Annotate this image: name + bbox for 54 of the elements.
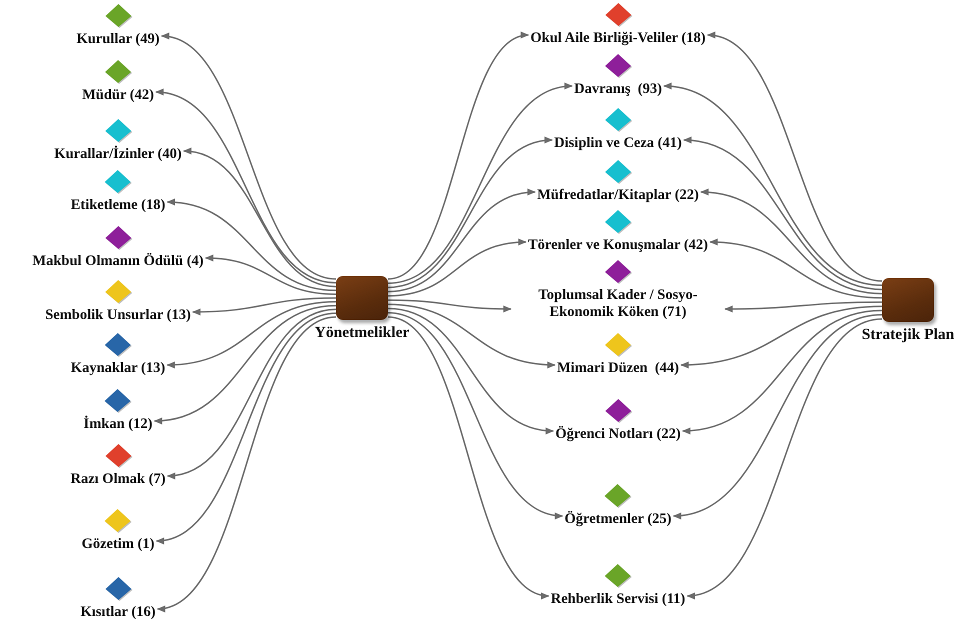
node-label: Öğretmenler (25) <box>564 511 672 528</box>
arrow <box>166 308 336 478</box>
arrow <box>388 312 564 518</box>
arrow <box>724 301 882 312</box>
node-label: Sembolik Unsurlar (13) <box>45 307 191 324</box>
arrow <box>709 238 882 299</box>
node-label: Müdür (42) <box>82 87 154 104</box>
node-label: Toplumsal Kader / Sosyo-Ekonomik Köken (71) <box>537 287 699 321</box>
node-label: Öğrenci Notları (22) <box>555 426 681 443</box>
arrow <box>166 301 336 368</box>
node-label: Kısıtlar (16) <box>80 604 156 621</box>
arrow <box>706 33 882 282</box>
arrow <box>388 189 536 292</box>
arrow <box>682 310 882 434</box>
arrow <box>166 199 336 292</box>
arrow <box>700 189 882 294</box>
arrow <box>388 304 556 368</box>
arrow <box>388 239 527 297</box>
node-label: Törenler ve Konuşmalar (42) <box>528 237 708 254</box>
node-label: Kurallar/İzinler (40) <box>54 146 182 163</box>
arrow <box>683 138 882 290</box>
arrow <box>204 254 336 295</box>
node-label: Etiketleme (18) <box>70 197 166 214</box>
node-label: Gözetim (1) <box>82 536 154 553</box>
arrow <box>183 148 336 288</box>
node-label: Mimari Düzen (44) <box>557 360 679 377</box>
node-label: Makbul Olmanın Ödülü (4) <box>32 253 204 270</box>
arrow <box>388 138 553 288</box>
node-label: Kaynaklar (13) <box>70 360 166 377</box>
arrow <box>686 318 882 598</box>
arrow <box>156 312 336 543</box>
arrow <box>672 314 882 518</box>
arrow <box>160 34 336 280</box>
node-label: Rehberlik Servisi (11) <box>550 591 686 608</box>
node-label: Okul Aile Birliği-Veliler (18) <box>530 30 706 47</box>
arrow <box>192 297 336 316</box>
arrow <box>663 84 882 286</box>
arrow <box>156 316 336 610</box>
hub-label: Yönetmelikler <box>314 324 410 342</box>
arrow <box>388 84 573 284</box>
node-label: Davranış (93) <box>574 81 662 98</box>
node-label: Disiplin ve Ceza (41) <box>554 135 682 152</box>
arrow <box>154 304 336 424</box>
node-label: Razı Olmak (7) <box>70 471 166 488</box>
arrow <box>155 90 336 284</box>
arrow <box>680 306 882 368</box>
hub-label: Stratejik Plan <box>862 326 954 344</box>
arrow <box>388 299 512 312</box>
arrow <box>388 308 554 434</box>
node-label: Kurullar (49) <box>76 31 160 48</box>
node-label: İmkan (12) <box>84 416 152 433</box>
node-label: Müfredatlar/Kitaplar (22) <box>537 187 699 204</box>
arrow <box>388 34 530 280</box>
arrow <box>388 316 550 598</box>
